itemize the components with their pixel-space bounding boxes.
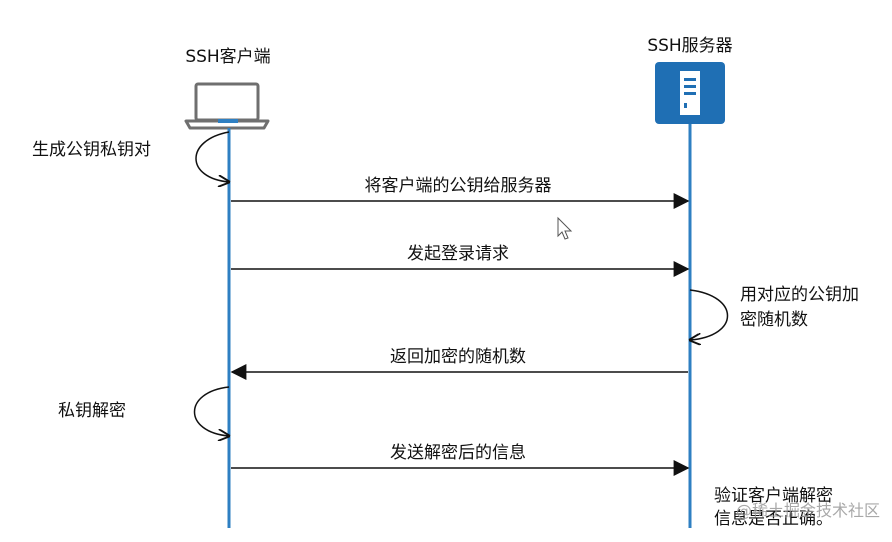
message-login-request-label: 发起登录请求 bbox=[407, 244, 509, 264]
note-private-decrypt: 私钥解密 bbox=[58, 401, 126, 421]
laptop-icon bbox=[184, 82, 270, 130]
message-return-random-label: 返回加密的随机数 bbox=[390, 347, 526, 367]
note-verify-line2: 信息是否正确。 bbox=[714, 509, 833, 529]
note-verify-line1: 验证客户端解密 bbox=[714, 486, 833, 506]
client-label: SSH客户端 bbox=[185, 47, 270, 67]
gen-keypair-self-arrow bbox=[195, 131, 229, 182]
note-encrypt-random-line2: 密随机数 bbox=[740, 310, 808, 330]
private-decrypt-self-arrow bbox=[193, 386, 230, 436]
message-send-pubkey-label: 将客户端的公钥给服务器 bbox=[365, 176, 552, 196]
mouse-cursor-icon bbox=[557, 216, 573, 240]
server-icon bbox=[655, 62, 725, 124]
message-send-decrypted-label: 发送解密后的信息 bbox=[390, 443, 526, 463]
note-gen-keypair: 生成公钥私钥对 bbox=[32, 140, 151, 160]
server-label: SSH服务器 bbox=[647, 36, 732, 56]
encrypt-random-self-arrow bbox=[690, 289, 729, 340]
note-encrypt-random-line1: 用对应的公钥加 bbox=[740, 285, 859, 305]
watermark: @稀土掘金技术社区 bbox=[736, 501, 880, 520]
